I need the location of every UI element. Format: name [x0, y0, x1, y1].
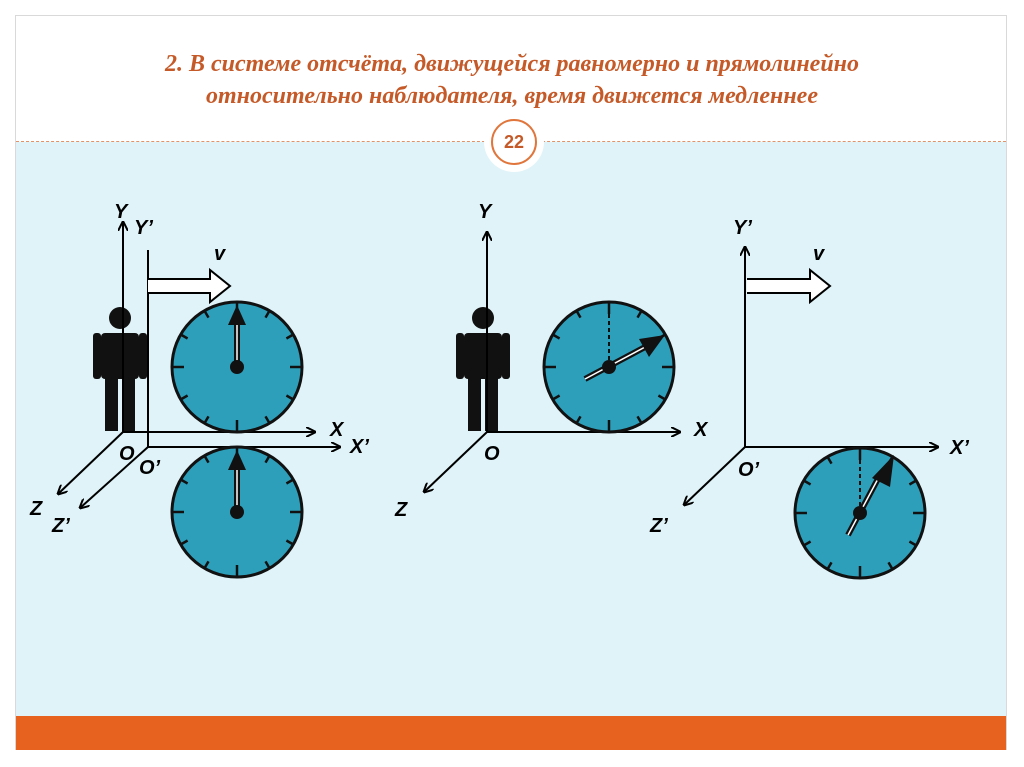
z-axis-middle — [424, 431, 488, 492]
label-z-middle: Z — [394, 499, 408, 521]
clock-tick — [264, 415, 271, 424]
label-v-right: v — [813, 243, 826, 265]
clock-tick — [803, 540, 812, 547]
label-z-prime-left: Z’ — [51, 515, 70, 537]
clock-left-upper — [170, 300, 304, 434]
clock-tick — [203, 560, 210, 569]
clock-tick — [636, 415, 643, 424]
title-line-1: 2. В системе отсчёта, движущейся равноме… — [164, 51, 860, 77]
label-x-middle: X — [693, 419, 709, 441]
clock-tick — [636, 310, 643, 319]
middle-frame: Y X O Z — [394, 201, 709, 521]
clock-pivot — [230, 360, 244, 374]
slide-title: 2. В системе отсчёта, движущейся равноме… — [15, 48, 1009, 112]
clock-tick — [203, 415, 210, 424]
clock-tick — [826, 561, 833, 570]
right-frame: Y’ v X’ O’ Z’ — [649, 217, 969, 580]
clock-tick — [203, 310, 210, 319]
clock-tick — [285, 394, 294, 401]
label-o-prime-right: O’ — [738, 459, 760, 481]
clock-pivot — [230, 505, 244, 519]
clock-hand-tip — [228, 305, 246, 325]
clock-tick — [552, 394, 561, 401]
clock-tick — [908, 479, 917, 486]
label-x-prime-left: X’ — [349, 436, 369, 458]
label-y-prime-left: Y’ — [134, 217, 153, 239]
label-y-middle: Y — [478, 201, 493, 223]
clock-tick — [180, 394, 189, 401]
observer-figure-left — [93, 307, 147, 431]
clock-tick — [264, 310, 271, 319]
clock-hand-tip — [639, 335, 665, 357]
clock-right — [793, 446, 927, 580]
z-prime-axis-left — [80, 446, 149, 508]
clock-tick — [264, 455, 271, 464]
label-z-left: Z — [29, 498, 43, 520]
clock-tick — [264, 560, 271, 569]
clock-tick — [657, 394, 666, 401]
clock-tick — [285, 478, 294, 485]
clock-tick — [826, 456, 833, 465]
clock-pivot — [853, 506, 867, 520]
label-y-left: Y — [114, 201, 129, 223]
label-z-prime-right: Z’ — [649, 515, 668, 537]
label-v-left: v — [214, 243, 227, 265]
label-y-prime-right: Y’ — [733, 217, 752, 239]
content-panel — [16, 142, 1006, 716]
clock-pivot — [602, 360, 616, 374]
page-number: 22 — [491, 119, 537, 165]
clock-tick — [575, 310, 582, 319]
clock-hand-tip — [228, 450, 246, 470]
velocity-arrow-right — [747, 267, 832, 305]
clock-tick — [285, 333, 294, 340]
clock-hand-tip — [872, 455, 894, 487]
label-o-prime-left: O’ — [139, 457, 161, 479]
clock-tick — [575, 415, 582, 424]
page-number-badge: 22 — [484, 112, 544, 172]
clock-tick — [180, 539, 189, 546]
clock-left-lower — [170, 445, 304, 579]
label-o-middle: O — [484, 443, 500, 465]
clock-tick — [887, 561, 894, 570]
clock-tick — [908, 540, 917, 547]
label-o-left: O — [119, 443, 135, 465]
clock-tick — [803, 479, 812, 486]
clock-tick — [552, 333, 561, 340]
clock-middle — [542, 300, 676, 434]
z-prime-axis-right — [684, 446, 746, 505]
title-line-2: относительно наблюдателя, время движется… — [206, 83, 818, 109]
left-frames: Y Y’ v X X’ O O’ Z Z’ — [29, 201, 369, 579]
z-axis-left — [58, 431, 124, 494]
velocity-arrow-left — [148, 267, 232, 305]
label-x-prime-right: X’ — [949, 437, 969, 459]
clock-tick — [203, 455, 210, 464]
clock-tick — [180, 478, 189, 485]
clock-tick — [180, 333, 189, 340]
label-x-left: X — [329, 419, 345, 441]
observer-figure-middle — [456, 307, 510, 431]
footer-bar — [16, 716, 1006, 750]
clock-tick — [285, 539, 294, 546]
